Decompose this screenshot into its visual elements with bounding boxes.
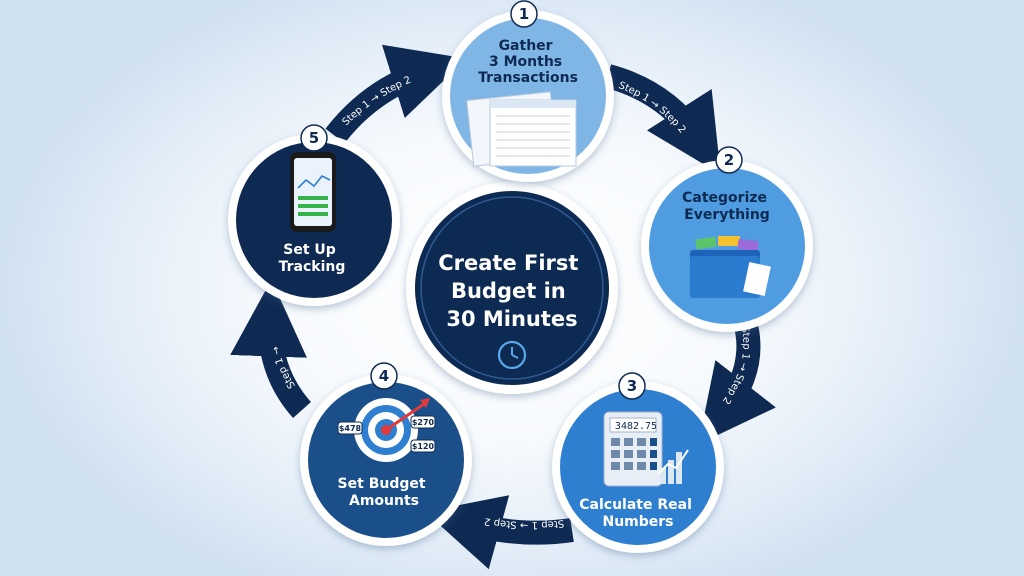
target-label-2: $270 <box>412 418 435 427</box>
transactions-receipts-icon <box>466 91 577 167</box>
step-1-number: 1 <box>519 5 529 23</box>
step-3-node: 3482.75 Calculate Real Numbers 3 <box>552 372 724 553</box>
target-label-1: $478 <box>339 424 362 433</box>
center-title: Create First Budget in 30 Minutes <box>438 251 586 331</box>
step-5-title: Set Up Tracking <box>279 242 346 275</box>
step-4-node: $478 $270 $120 Set Budget Amounts 4 <box>300 362 472 546</box>
step-2-number: 2 <box>724 151 734 169</box>
calculator-display: 3482.75 <box>615 421 657 432</box>
step-4-number: 4 <box>379 367 389 385</box>
step-1-node: Gather 3 Months Transactions 1 <box>442 0 614 182</box>
phone-icon <box>290 152 336 232</box>
clock-icon <box>497 340 527 370</box>
arrow-step2-to-step3 <box>698 318 776 445</box>
calculator-icon <box>603 411 689 487</box>
step-2-node: Categorize Everything 2 <box>641 146 813 332</box>
arrow-step1-to-step2 <box>604 64 721 175</box>
step-3-title: Calculate Real Numbers <box>579 497 697 530</box>
step-2-title: Categorize Everything <box>682 190 772 223</box>
arrow-step4-to-step5 <box>230 279 312 418</box>
folder-icon <box>690 236 771 298</box>
step-3-number: 3 <box>627 377 637 395</box>
arrow-label-3: Step 1 → Step 2 <box>483 515 564 530</box>
arrow-step3-to-step4 <box>424 495 574 570</box>
arrow-step5-to-step1 <box>325 44 467 144</box>
target-label-3: $120 <box>412 442 435 451</box>
target-icon <box>337 398 436 462</box>
step-5-node: Set Up Tracking 5 <box>228 124 400 306</box>
center-node <box>406 182 618 394</box>
step-4-title: Set Budget Amounts <box>338 476 431 509</box>
step-5-number: 5 <box>309 129 319 147</box>
step-1-title: Gather 3 Months Transactions <box>478 38 578 86</box>
